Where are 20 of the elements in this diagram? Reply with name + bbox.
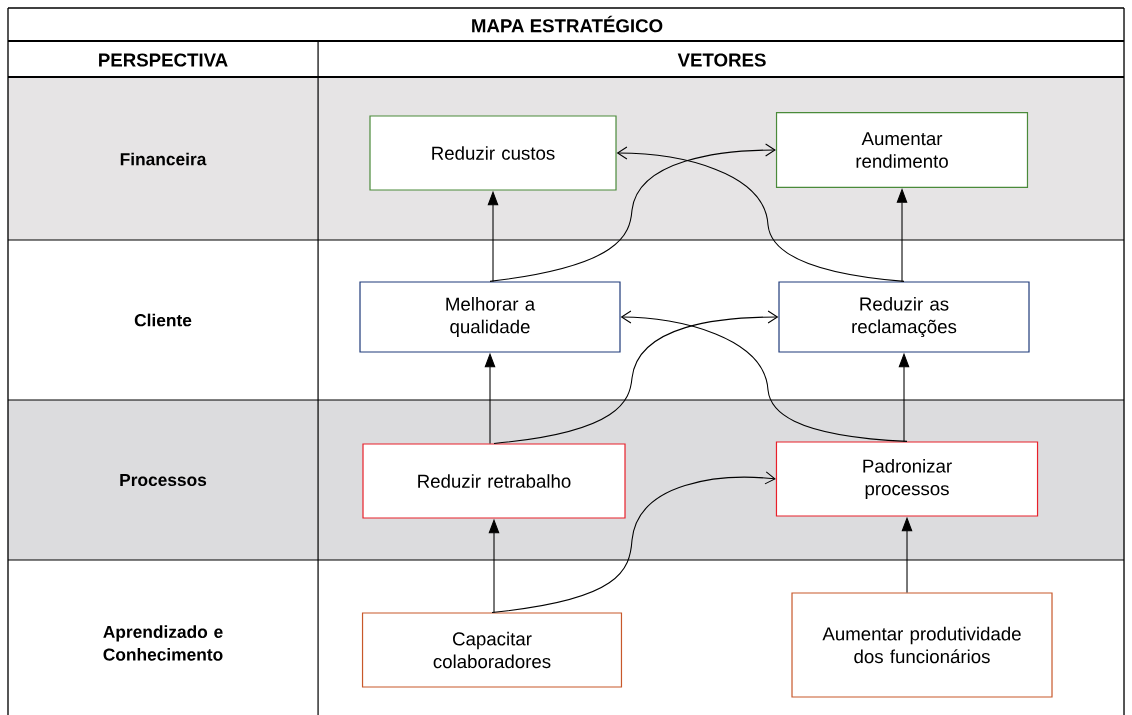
column-header: PERSPECTIVA: [99, 53, 228, 67]
objective-box: Reduzir retrabalho: [362, 443, 626, 519]
column-header: VETORES: [677, 53, 766, 67]
row-header: Financeira: [120, 152, 207, 166]
objective-box: Aumentar rendimento: [775, 111, 1029, 189]
objective-box: Padronizar processos: [775, 441, 1039, 517]
table-title: MAPA ESTRATÉGICO: [472, 15, 663, 33]
arrow: [491, 471, 776, 613]
objective-box: Reduzir custos: [369, 115, 617, 191]
objective-box: Reduzir as reclamações: [778, 281, 1030, 353]
row-header: Cliente: [134, 313, 192, 327]
objective-box: Aumentar produtividade dos funcionários: [791, 592, 1053, 698]
arrow: [620, 310, 908, 442]
row-header: Processos: [120, 473, 207, 487]
arrow: [489, 143, 776, 282]
objective-box: Melhorar a qualidade: [359, 281, 621, 353]
arrow: [616, 146, 905, 282]
arrow: [493, 310, 779, 444]
row-header: Aprendizado e Conhecimento: [103, 625, 223, 661]
objective-box: Capacitar colaboradores: [361, 612, 623, 688]
